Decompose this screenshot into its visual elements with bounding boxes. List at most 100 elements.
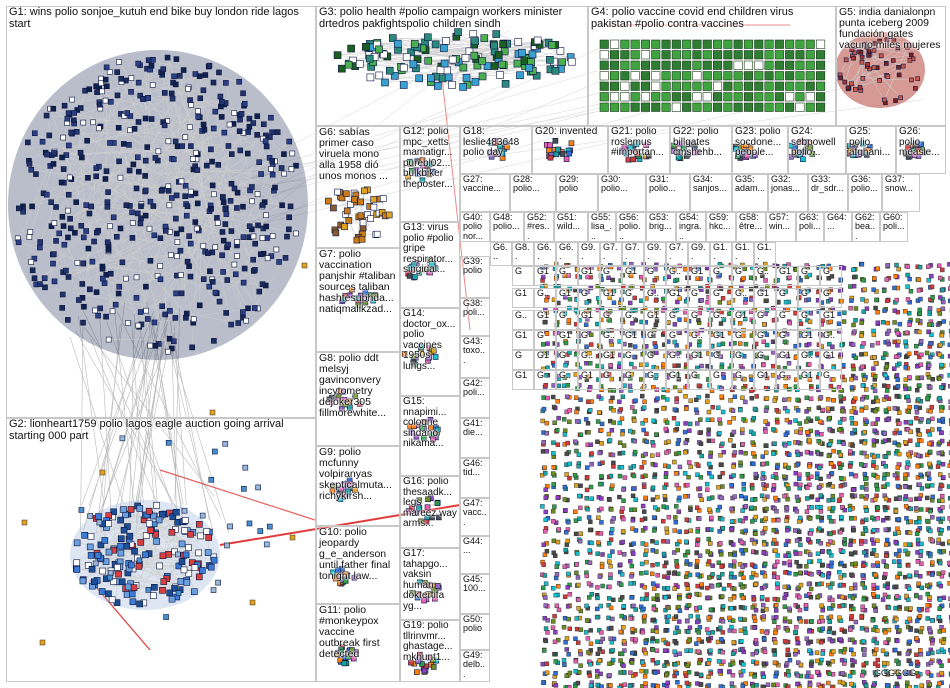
node — [875, 475, 880, 480]
node — [677, 495, 682, 501]
node — [574, 570, 579, 576]
node — [544, 420, 550, 426]
node — [739, 540, 745, 545]
node — [917, 383, 922, 388]
node — [674, 558, 679, 564]
node — [653, 462, 658, 468]
node — [145, 57, 152, 63]
node — [710, 572, 715, 577]
node — [919, 416, 924, 422]
node — [914, 570, 919, 575]
node — [720, 571, 725, 577]
node — [785, 538, 790, 544]
node — [25, 139, 31, 146]
node — [572, 472, 578, 478]
node — [804, 509, 810, 514]
node — [818, 509, 824, 514]
node — [906, 311, 912, 316]
node — [751, 461, 756, 467]
node — [884, 542, 889, 547]
node — [225, 241, 231, 248]
node — [688, 464, 693, 470]
node — [105, 548, 113, 556]
node — [794, 559, 799, 565]
node — [827, 550, 832, 555]
node — [173, 215, 179, 222]
node — [620, 529, 626, 534]
node — [48, 223, 55, 229]
node — [754, 394, 759, 399]
node — [586, 399, 591, 404]
node — [750, 451, 756, 456]
edge — [148, 553, 176, 588]
node — [284, 233, 290, 240]
node — [135, 322, 142, 329]
node — [197, 532, 204, 540]
node — [254, 132, 260, 138]
node — [743, 451, 748, 456]
node — [136, 168, 142, 175]
g2-outer-nodes — [78, 435, 273, 620]
edge — [80, 319, 84, 532]
node — [643, 473, 648, 479]
node — [729, 571, 734, 576]
node — [555, 495, 560, 500]
node — [105, 189, 111, 195]
edge — [114, 315, 168, 512]
node — [881, 575, 887, 580]
edge — [141, 100, 191, 325]
node — [263, 223, 270, 230]
node — [717, 417, 722, 422]
node — [71, 117, 77, 124]
node — [171, 585, 178, 592]
node — [211, 338, 217, 344]
node — [741, 575, 746, 580]
node — [871, 287, 876, 292]
node — [108, 596, 116, 604]
node — [871, 541, 876, 546]
node — [620, 450, 626, 456]
node — [161, 90, 168, 96]
node — [903, 472, 908, 478]
node — [775, 420, 780, 425]
node — [672, 570, 677, 575]
node — [256, 288, 263, 295]
node — [197, 95, 204, 102]
node — [551, 471, 556, 476]
node — [60, 134, 66, 141]
node — [246, 115, 253, 122]
node — [607, 541, 612, 546]
node — [772, 537, 777, 543]
edge — [417, 43, 504, 60]
node — [157, 263, 164, 269]
node — [107, 270, 114, 277]
node — [92, 560, 99, 567]
node — [155, 148, 162, 155]
node — [905, 284, 910, 289]
node — [114, 69, 120, 75]
node — [78, 222, 85, 229]
node — [135, 119, 142, 125]
node — [183, 310, 190, 317]
node — [803, 570, 809, 575]
node — [651, 515, 657, 520]
node — [918, 362, 924, 367]
node — [200, 87, 207, 94]
node — [142, 173, 148, 179]
node — [836, 439, 842, 445]
node — [663, 497, 668, 502]
node — [632, 449, 638, 455]
node — [809, 451, 814, 456]
node — [926, 476, 932, 481]
edge — [225, 141, 266, 225]
node — [136, 557, 143, 564]
node — [907, 405, 912, 410]
node — [578, 483, 583, 488]
node — [805, 537, 811, 542]
node — [80, 119, 87, 126]
edge — [132, 146, 267, 224]
node — [732, 575, 737, 580]
node — [128, 561, 135, 569]
node — [216, 69, 222, 76]
node — [124, 523, 131, 530]
